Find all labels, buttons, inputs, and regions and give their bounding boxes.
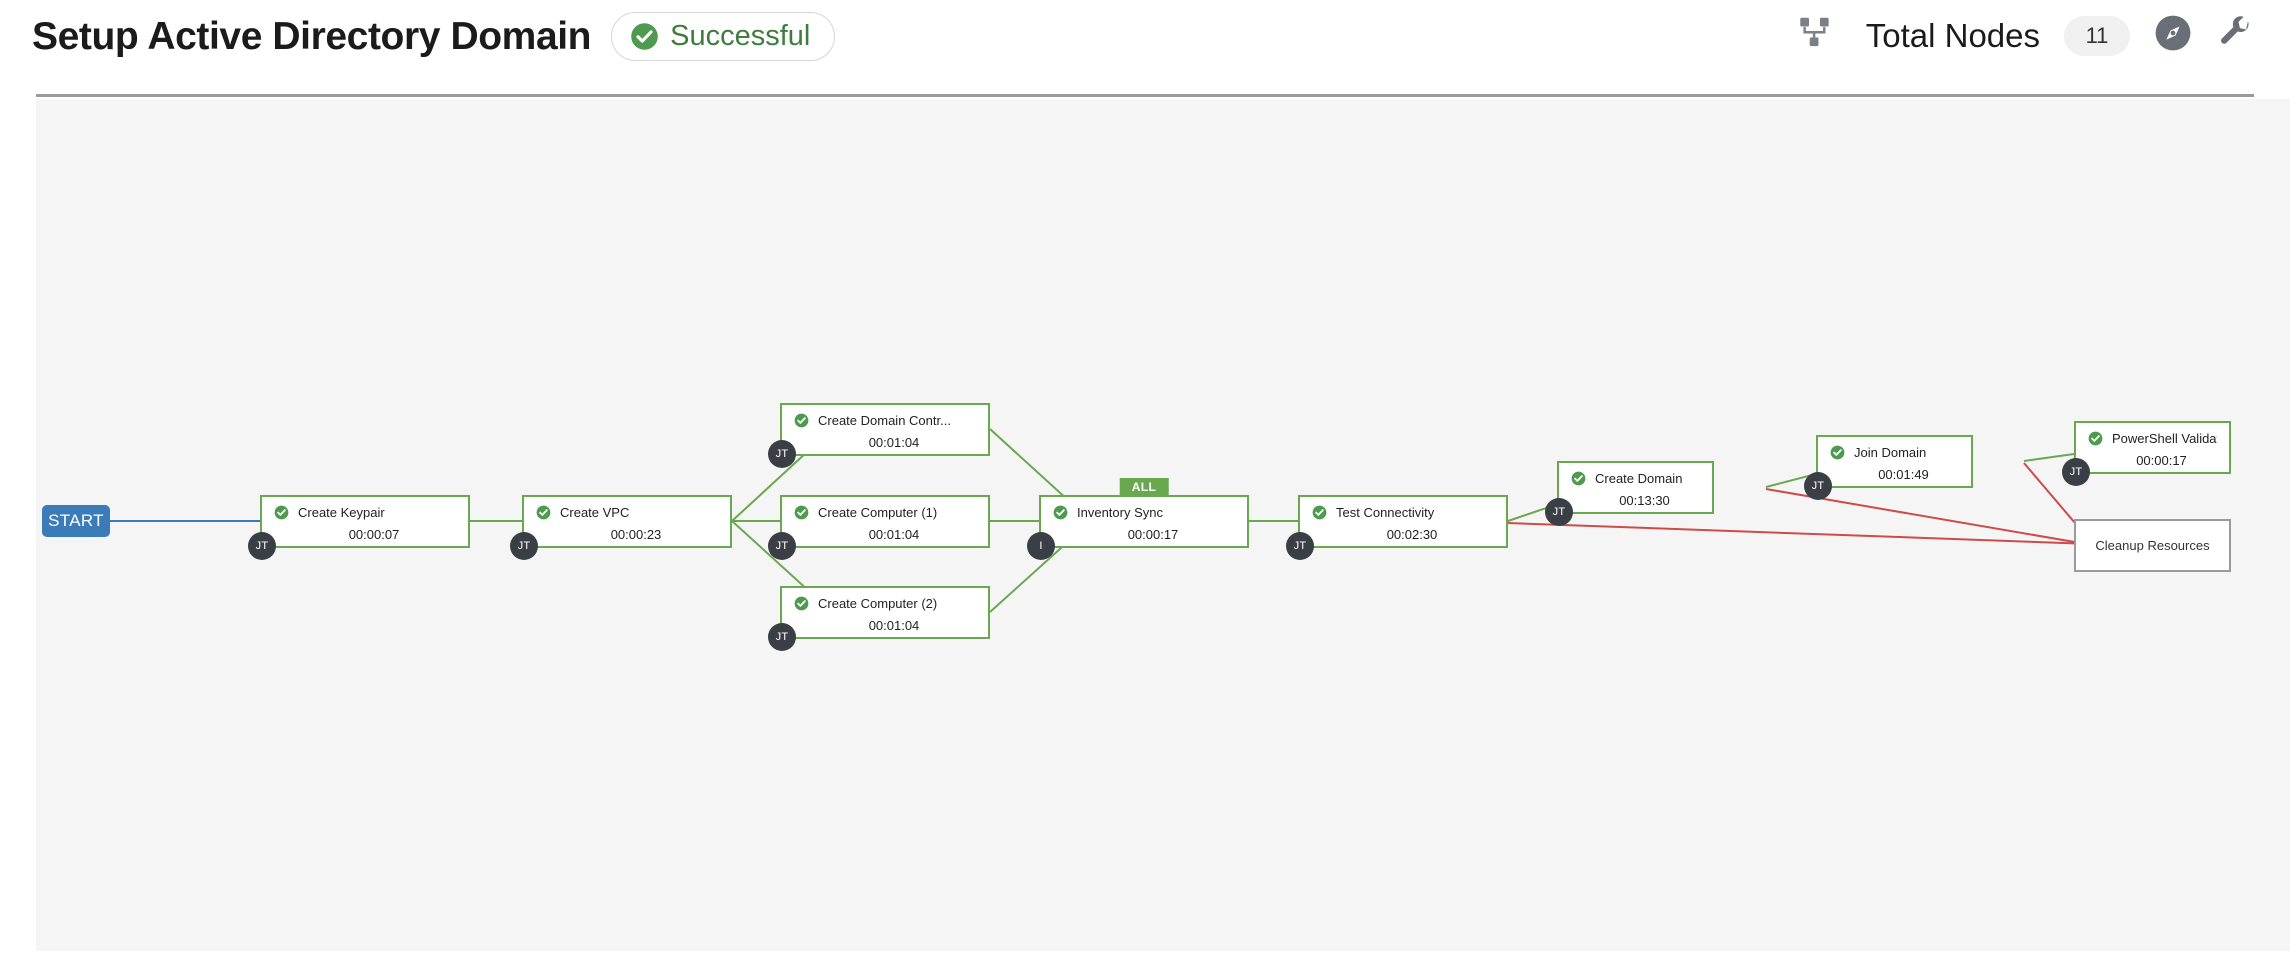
node-duration: 00:00:23 (610, 527, 662, 542)
wrench-icon[interactable] (2216, 14, 2254, 57)
node-duration: 00:01:04 (868, 527, 920, 542)
node-duration: 00:13:30 (1619, 493, 1670, 508)
node-badge-jt[interactable]: JT (1804, 472, 1832, 500)
node-header: Cleanup Resources (2076, 535, 2229, 557)
node-title: Create Keypair (298, 504, 385, 520)
check-circle-icon (274, 505, 289, 520)
node-duration: 00:01:49 (1878, 467, 1929, 482)
node-create-domain[interactable]: Create Domain 00:13:30 JT (1545, 461, 1714, 526)
node-create-domain-controller[interactable]: Create Domain Contr... 00:01:04 JT (768, 403, 990, 468)
check-circle-icon (1312, 505, 1327, 520)
check-circle-icon (1571, 471, 1586, 486)
node-title: Create VPC (560, 504, 630, 520)
node-cleanup-resources[interactable]: Cleanup Resources (2074, 519, 2231, 572)
check-circle-icon (1053, 505, 1068, 520)
node-title: Test Connectivity (1336, 504, 1435, 520)
total-nodes-label: Total Nodes (1865, 16, 2040, 54)
node-duration: 00:02:30 (1386, 527, 1438, 542)
node-badge-jt[interactable]: JT (510, 532, 538, 560)
node-title: Create Domain (1595, 470, 1683, 486)
node-badge-jt[interactable]: JT (2062, 458, 2090, 486)
node-header: Create Computer (2) (782, 592, 988, 614)
node-duration: 00:00:07 (348, 527, 400, 542)
status-badge: Successful (611, 12, 836, 61)
node-header: Create VPC (524, 501, 730, 523)
header-divider (36, 94, 2254, 97)
node-header: Inventory Sync (1041, 501, 1247, 523)
node-duration: 00:01:04 (868, 618, 920, 633)
node-test-connectivity[interactable]: Test Connectivity 00:02:30 JT (1286, 495, 1508, 560)
node-header: Join Domain (1818, 441, 1971, 463)
node-header: Create Domain (1559, 467, 1712, 489)
node-title: Create Domain Contr... (818, 412, 951, 428)
check-circle-icon (2088, 431, 2103, 446)
node-powershell-validation[interactable]: PowerShell Validation 00:00:17 JT (2062, 421, 2231, 486)
total-nodes-count: 11 (2064, 15, 2130, 56)
check-circle-icon (536, 505, 551, 520)
topology-icon[interactable] (1798, 17, 1836, 54)
check-circle-icon (794, 596, 809, 611)
node-duration: 00:00:17 (1127, 527, 1179, 542)
node-header: PowerShell Validation (2076, 427, 2229, 449)
node-badge-jt[interactable]: JT (1545, 498, 1573, 526)
node-inventory-sync[interactable]: ALL Inventory Sync 00:00:17 I (1027, 478, 1249, 560)
node-title: Cleanup Resources (2095, 538, 2210, 553)
node-badge-jt[interactable]: JT (1286, 532, 1314, 560)
node-create-computer-1[interactable]: Create Computer (1) 00:01:04 JT (768, 495, 990, 560)
node-header: Create Keypair (262, 501, 468, 523)
start-node[interactable]: START (42, 505, 110, 537)
node-badge-inventory[interactable]: I (1027, 532, 1055, 560)
node-header: Test Connectivity (1300, 501, 1506, 523)
node-title: Inventory Sync (1077, 504, 1163, 520)
check-circle-icon (1830, 445, 1845, 460)
node-duration: 00:01:04 (868, 435, 920, 450)
check-circle-icon (794, 413, 809, 428)
header-left-group: Setup Active Directory Domain Successful (32, 12, 836, 61)
node-title: Create Computer (1) (818, 504, 938, 520)
node-tag-all: ALL (1119, 478, 1169, 497)
page-header: Setup Active Directory Domain Successful (0, 0, 2290, 97)
node-join-domain[interactable]: Join Domain 00:01:49 JT (1804, 435, 1973, 500)
node-create-vpc[interactable]: Create VPC 00:00:23 JT (510, 495, 732, 560)
workflow-canvas[interactable]: START Create Keypair 00:00:07 JT (36, 99, 2290, 951)
node-header: Create Computer (1) (782, 501, 988, 523)
node-badge-jt[interactable]: JT (768, 532, 796, 560)
node-title: Join Domain (1854, 444, 1927, 460)
status-label: Successful (670, 20, 811, 52)
node-create-keypair[interactable]: Create Keypair 00:00:07 JT (248, 495, 470, 560)
compass-icon[interactable] (2154, 14, 2192, 57)
node-title: PowerShell Validation (2112, 430, 2217, 446)
node-badge-jt[interactable]: JT (768, 623, 796, 651)
node-title: Create Computer (2) (818, 595, 938, 611)
node-badge-jt[interactable]: JT (768, 440, 796, 468)
node-create-computer-2[interactable]: Create Computer (2) 00:01:04 JT (768, 586, 990, 651)
check-circle-icon (794, 505, 809, 520)
node-duration: 00:00:17 (2136, 453, 2187, 468)
check-circle-icon (630, 22, 659, 51)
node-header: Create Domain Contr... (782, 409, 988, 431)
node-badge-jt[interactable]: JT (248, 532, 276, 560)
page-title: Setup Active Directory Domain (32, 14, 592, 58)
header-right-group: Total Nodes 11 (1798, 14, 2254, 57)
